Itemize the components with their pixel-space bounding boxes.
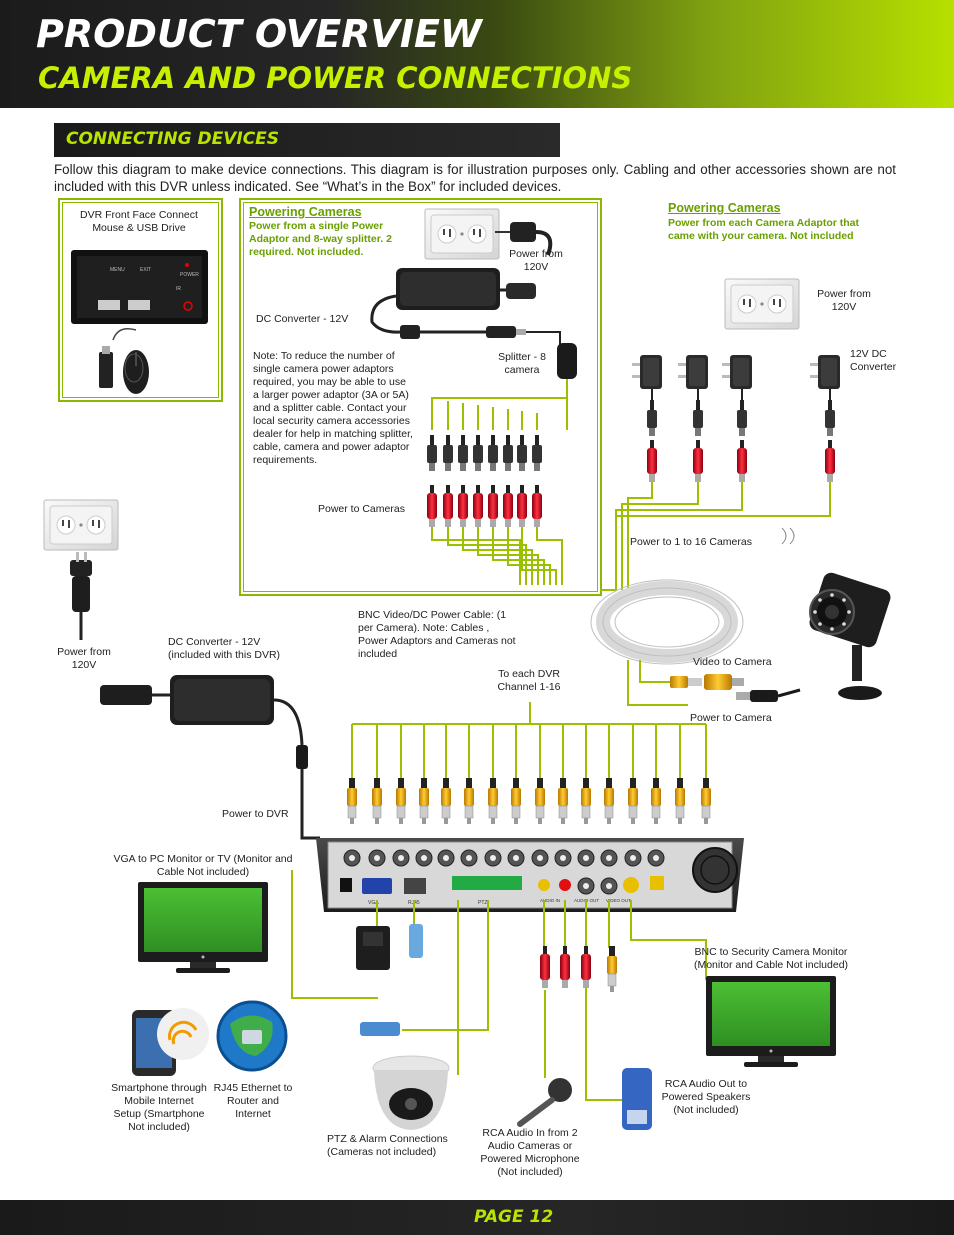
power-to-dvr-label: Power to DVR	[222, 808, 289, 820]
splitter-note: Note: To reduce the number of single cam…	[253, 350, 413, 466]
rear-audio-in-label: AUDIO IN	[540, 898, 560, 903]
outlet-each-group	[724, 278, 800, 330]
bnc-monitor-icon	[706, 976, 836, 1067]
each-to-cameras-label: Power to 1 to 16 Cameras	[630, 536, 752, 548]
vga-label: VGA to PC Monitor or TV (Monitor and Cab…	[113, 853, 293, 878]
single-power-label: Power from 120V	[509, 248, 563, 273]
page-number: PAGE 12	[474, 1207, 554, 1227]
each-dc12-label: 12V DC Converter	[850, 348, 897, 373]
front-panel-box	[58, 198, 223, 402]
video-to-camera-label: Video to Camera	[693, 656, 772, 668]
microphone-icon	[517, 1078, 572, 1127]
front-exit-label: EXIT	[140, 267, 151, 273]
audio-in-label: RCA Audio In from 2 Audio Cameras or Pow…	[480, 1127, 580, 1178]
front-panel-caption: DVR Front Face Connect Mouse & USB Drive	[80, 209, 198, 234]
splitter-label: Splitter - 8 camera	[498, 351, 546, 376]
to-channel-label: To each DVR Channel 1-16	[497, 668, 561, 693]
single-to-cameras-label: Power to Cameras	[318, 503, 405, 515]
left-power-label: Power from 120V	[57, 646, 111, 671]
front-menu-label: MENU	[110, 267, 125, 273]
vga-port	[362, 878, 392, 894]
bnc-cable-label: BNC Video/DC Power Cable: (1 per Camera)…	[358, 609, 516, 660]
bnc-monitor-label: BNC to Security Camera Monitor (Monitor …	[693, 946, 849, 971]
single-dc-converter-label: DC Converter - 12V	[256, 313, 349, 325]
vga-monitor-icon	[138, 882, 268, 973]
splitter-branches	[431, 379, 568, 430]
audio-out-label: RCA Audio Out to Powered Speakers (Not i…	[661, 1078, 751, 1116]
rear-video-out-label: VIDEO OUT	[606, 898, 631, 903]
mouse-icon	[123, 350, 149, 394]
single-group-heading: Powering Cameras	[249, 205, 362, 219]
front-power-label: POWER	[180, 272, 199, 278]
single-group-sub: Power from a single Power Adaptor and 8-…	[249, 220, 392, 258]
outlet-left	[43, 499, 119, 551]
usb-port-2	[128, 300, 150, 310]
page-subtitle: CAMERA AND POWER CONNECTIONS	[38, 61, 633, 95]
ptz-label: PTZ & Alarm Connections (Cameras not inc…	[327, 1133, 448, 1158]
single-adaptor-box	[239, 198, 602, 596]
dvr-rear-panel: VGA RJ45 PTZ AUDIO IN AUDIO OUT VIDEO OU…	[316, 838, 744, 912]
intro-text: Follow this diagram to make device conne…	[54, 162, 896, 194]
page-footer: PAGE 12	[0, 1200, 954, 1235]
smartphone-label: Smartphone through Mobile Internet Setup…	[111, 1082, 207, 1133]
page-header: PRODUCT OVERVIEW CAMERA AND POWER CONNEC…	[0, 0, 954, 108]
front-ir-label: IR	[176, 286, 181, 292]
rj45-label: RJ45 Ethernet to Router and Internet	[213, 1082, 293, 1120]
rj45-plug-icon	[409, 924, 423, 958]
wifi-icon	[157, 1008, 209, 1060]
dome-camera-icon	[372, 1055, 450, 1130]
power-plug-icon	[510, 222, 536, 242]
section-bar: CONNECTING DEVICES	[54, 123, 560, 157]
rj45-port	[404, 878, 426, 894]
splitter-icon	[557, 343, 577, 379]
rear-vga-label: VGA	[368, 900, 379, 906]
usb-port-1	[98, 300, 120, 310]
single-group-plugs	[427, 435, 542, 527]
section-title: CONNECTING DEVICES	[66, 129, 280, 149]
fan-grille	[692, 847, 738, 893]
each-group-heading: Powering Cameras	[668, 201, 781, 215]
channel-bnc-plugs	[346, 777, 712, 825]
page-title: PRODUCT OVERVIEW	[36, 12, 482, 56]
bullet-camera-icon	[809, 572, 891, 700]
ptz-terminal	[452, 876, 522, 890]
usb-drive-icon	[99, 352, 113, 388]
rear-ptz-label: PTZ	[478, 900, 487, 906]
power-to-camera-label: Power to Camera	[690, 712, 772, 724]
each-group-sub: Power from each Camera Adaptor that came…	[668, 217, 859, 242]
each-power-label: Power from 120V	[817, 288, 871, 313]
dvr-dc-converter-label: DC Converter - 12V (included with this D…	[168, 636, 281, 661]
